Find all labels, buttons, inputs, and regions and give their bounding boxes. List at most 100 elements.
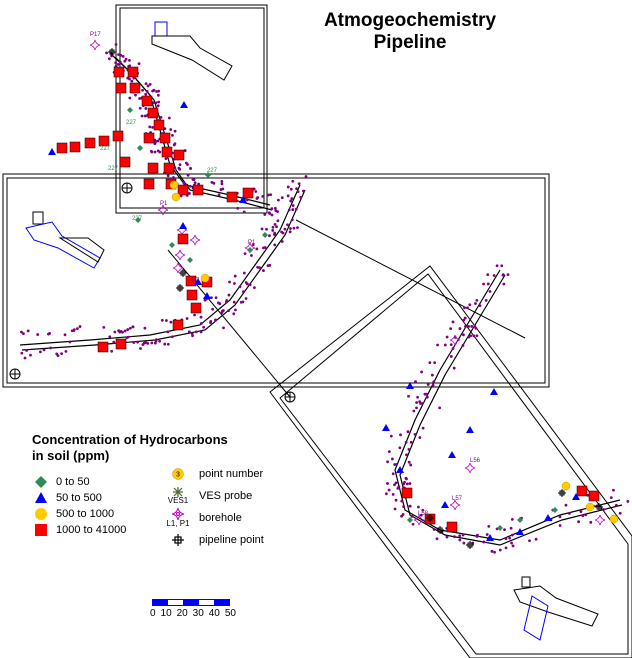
sample-dot	[252, 187, 256, 191]
sample-dot	[154, 101, 158, 105]
point-number-sample: 3	[176, 472, 180, 479]
sample-dot	[157, 100, 161, 104]
sample-dot	[262, 269, 265, 272]
blue-triangle-marker	[48, 148, 56, 155]
sample-dot	[270, 213, 274, 217]
red-square-marker	[159, 132, 171, 144]
sample-dot	[186, 173, 190, 177]
sample-dot	[415, 401, 418, 404]
sample-dot	[290, 218, 294, 222]
sample-dot	[391, 472, 395, 476]
scale-label: 40	[208, 608, 220, 619]
sample-dot	[445, 535, 449, 539]
sample-dot	[212, 181, 216, 185]
sample-dot	[276, 198, 280, 202]
sample-dot	[254, 190, 258, 193]
sample-dot	[199, 322, 203, 325]
sample-dot	[280, 196, 284, 200]
sample-dot	[462, 318, 466, 322]
sample-dot	[156, 149, 160, 153]
sample-dot	[387, 488, 391, 492]
green-diamond-marker	[187, 257, 193, 263]
sample-dot	[173, 129, 177, 133]
sample-dot	[214, 318, 218, 322]
sample-dot	[473, 325, 477, 328]
legend-item-label: 0 to 50	[56, 476, 90, 488]
sample-dot	[534, 537, 538, 541]
sample-dot	[232, 300, 236, 304]
borehole-marker	[413, 514, 425, 526]
sample-dot	[487, 525, 491, 528]
red-square-marker	[185, 275, 197, 287]
sample-dot	[150, 341, 154, 345]
sample-dot	[393, 507, 397, 511]
sample-dot	[108, 335, 112, 339]
blue-triangle-marker	[516, 528, 524, 535]
sample-dot	[261, 195, 265, 198]
map-label: 227	[207, 168, 218, 174]
sample-dot	[281, 231, 285, 235]
sample-dot	[209, 296, 213, 300]
borehole-marker	[449, 334, 461, 346]
sample-dot	[146, 84, 150, 88]
map-title-line2: Pipeline	[373, 32, 447, 53]
sample-dot	[506, 273, 510, 277]
symbol-legend-item: pipeline point	[163, 529, 264, 551]
legend-item-label: 500 to 1000	[56, 508, 115, 520]
sample-dot	[256, 265, 260, 269]
sample-dot	[245, 198, 249, 202]
sample-dot	[119, 53, 123, 57]
green-diamond-marker	[135, 217, 141, 223]
pipeline-point-marker	[426, 514, 434, 522]
sample-dot	[451, 320, 455, 324]
sample-dot	[400, 514, 403, 518]
sample-dot	[420, 370, 424, 374]
sample-dot	[209, 319, 213, 323]
sample-dot	[558, 524, 562, 527]
yellow-circle-marker	[561, 481, 571, 491]
map-label: 227	[108, 166, 119, 172]
sample-dot	[166, 342, 170, 346]
red-square-marker	[177, 184, 189, 196]
sample-dot	[405, 453, 408, 457]
sample-dot	[148, 82, 152, 86]
sample-dot	[146, 341, 150, 345]
sample-dot	[464, 325, 467, 328]
sample-dot	[158, 339, 162, 343]
sample-dot	[431, 383, 435, 387]
yellow-circle-marker	[585, 502, 595, 512]
legend-item-label: 50 to 500	[56, 492, 102, 504]
sample-dot	[418, 436, 422, 439]
green-diamond-marker	[407, 517, 413, 523]
blue-triangle-marker	[179, 222, 187, 229]
sample-dot	[70, 329, 74, 333]
concentration-legend: 0 to 50 50 to 500 500 to 1000 1000 to 41…	[30, 474, 126, 538]
sample-dot	[144, 82, 148, 85]
sample-dot	[197, 182, 201, 186]
sample-dot	[463, 306, 466, 310]
sample-dot	[567, 512, 571, 515]
sample-dot	[291, 204, 295, 207]
sample-dot	[614, 503, 618, 507]
sample-dot	[148, 125, 152, 129]
sample-dot	[156, 93, 160, 97]
sample-dot	[114, 43, 118, 46]
sample-dot	[20, 351, 24, 355]
corner-markers	[9, 182, 296, 403]
sample-dot	[114, 61, 118, 65]
blue-triangle-marker	[396, 466, 404, 473]
sample-dot	[435, 537, 439, 541]
red-square-marker	[129, 82, 141, 94]
sample-dot	[492, 274, 496, 277]
blue-triangle-marker	[203, 292, 211, 299]
green-diamond-marker	[517, 517, 523, 523]
sample-dot	[504, 537, 508, 540]
blue-triangle-marker	[382, 424, 390, 431]
green-diamond-marker	[169, 242, 175, 248]
sample-dot	[452, 366, 456, 370]
sample-dot	[461, 533, 465, 537]
sample-dot	[143, 326, 147, 330]
sample-dot	[414, 380, 417, 384]
legend-title-line2: in soil (ppm)	[32, 448, 110, 463]
